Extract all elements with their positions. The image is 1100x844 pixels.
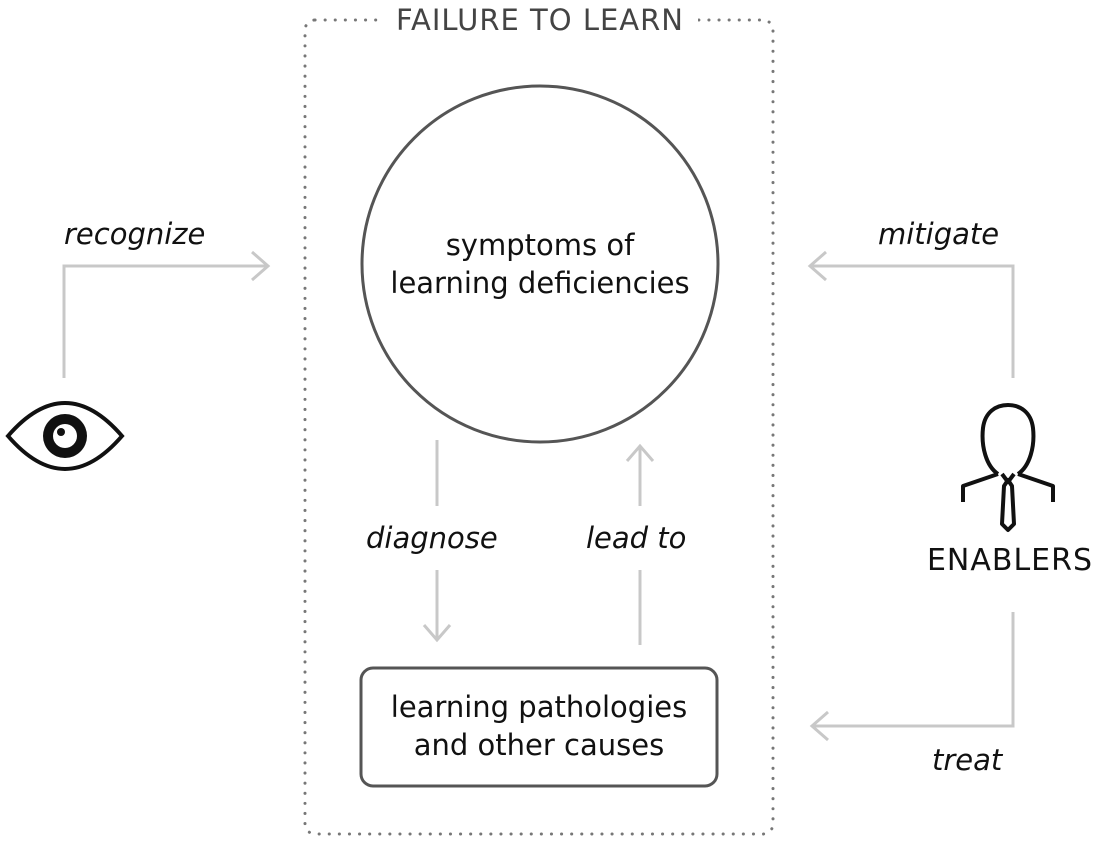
mitigate-label: mitigate <box>878 217 1000 251</box>
symptoms-circle <box>360 84 720 444</box>
mitigate-arrow <box>807 250 1015 378</box>
recognize-arrow <box>62 250 271 378</box>
frame-title: FAILURE TO LEARN <box>382 6 698 35</box>
symptoms-line-2: learning deficiencies <box>390 266 690 300</box>
enablers-label: ENABLERS <box>926 543 1094 578</box>
treat-arrow <box>809 612 1015 742</box>
treat-label: treat <box>932 743 1003 777</box>
diagnose-label: diagnose <box>366 521 498 555</box>
symptoms-line-1: symptoms of <box>445 228 635 262</box>
pathologies-line-2: and other causes <box>413 728 665 762</box>
lead-to-arrow <box>625 443 655 645</box>
diagnose-arrow <box>422 440 452 643</box>
symptoms-node-label: symptoms of learning deficiencies <box>368 226 712 302</box>
eye-icon <box>5 401 125 471</box>
pathologies-box <box>359 666 719 788</box>
recognize-label: recognize <box>64 217 206 251</box>
person-with-tie-icon <box>961 403 1055 532</box>
pathologies-node-label: learning pathologies and other causes <box>362 688 716 764</box>
lead-to-label: lead to <box>586 521 687 555</box>
pathologies-line-1: learning pathologies <box>390 690 688 724</box>
